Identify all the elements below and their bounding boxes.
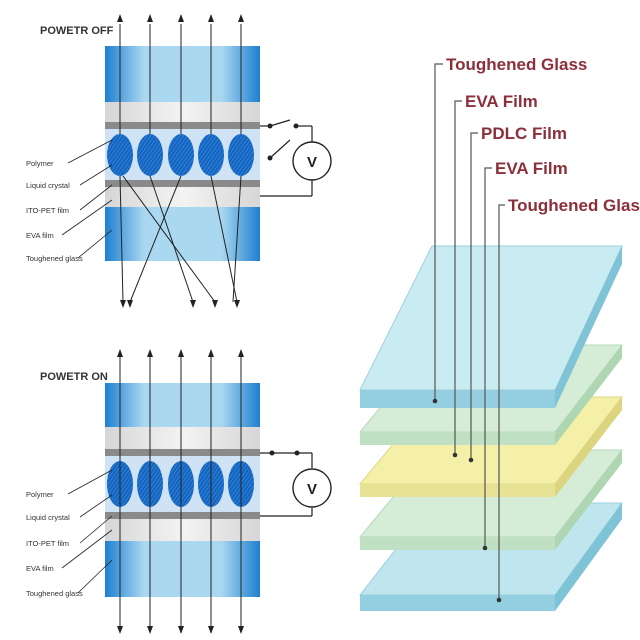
label-toughened-glass: Toughened glass [26, 589, 83, 598]
panel-title: POWETR ON [40, 371, 108, 383]
label-toughened-glass-top: Toughened Glass [446, 55, 587, 74]
label-pdlc-film: PDLC Film [481, 124, 567, 143]
ito-pet-film-layer [105, 180, 260, 187]
label-liquid-crystal: Liquid crystal [26, 513, 70, 522]
ito-pet-film-layer [105, 122, 260, 129]
label-eva-film: EVA film [26, 564, 54, 573]
liquid-crystal-droplets [107, 134, 254, 176]
voltmeter-label: V [307, 154, 317, 171]
panel-power-on: POWETR ON [26, 349, 332, 634]
circuit-closed [260, 452, 313, 517]
voltmeter [292, 468, 332, 508]
label-polymer: Polymer [26, 490, 54, 499]
sheet-toughened-glass-top [359, 245, 623, 408]
eva-film-layer [105, 187, 260, 207]
light-rays-scattered [119, 24, 242, 303]
toughened-glass-layer [105, 383, 260, 427]
label-liquid-crystal: Liquid crystal [26, 181, 70, 190]
arrowheads [117, 14, 244, 308]
ito-pet-film-layer [105, 512, 260, 519]
label-leader-lines [61, 139, 113, 259]
layer-labels: Polymer Liquid crystal ITO-PET film EVA … [26, 159, 83, 263]
eva-film-layer [105, 519, 260, 541]
toughened-glass-layer [105, 541, 260, 597]
circuit-open [260, 119, 313, 197]
label-eva-film: EVA film [26, 231, 54, 240]
label-ito-pet-film: ITO-PET film [26, 206, 69, 215]
layer-labels: Polymer Liquid crystal ITO-PET film EVA … [26, 490, 83, 598]
panel-title: POWETR OFF [40, 25, 114, 37]
voltmeter-label: V [307, 481, 317, 498]
toughened-glass-layer [105, 207, 260, 261]
eva-film-layer [105, 427, 260, 449]
label-toughened-glass-bottom: Toughened Glass [508, 196, 640, 215]
stack-leader-dots [432, 398, 502, 603]
toughened-glass-layer [105, 46, 260, 102]
label-eva-film-upper: EVA Film [465, 92, 538, 111]
ito-pet-film-layer [105, 449, 260, 456]
arrowheads [117, 349, 244, 634]
label-leader-lines [61, 469, 113, 594]
stack-leader-lines [434, 63, 505, 600]
label-eva-film-lower: EVA Film [495, 159, 568, 178]
label-ito-pet-film: ITO-PET film [26, 539, 69, 548]
eva-film-layer [105, 102, 260, 122]
voltmeter [292, 141, 332, 181]
circuit-nodes [267, 123, 299, 161]
circuit-nodes [269, 450, 300, 456]
light-rays-transmitted [119, 356, 242, 628]
label-toughened-glass: Toughened glass [26, 254, 83, 263]
label-polymer: Polymer [26, 159, 54, 168]
exploded-layer-stack: Toughened Glass EVA Film PDLC Film EVA F… [358, 55, 640, 611]
panel-power-off: POWETR OFF [26, 14, 332, 308]
